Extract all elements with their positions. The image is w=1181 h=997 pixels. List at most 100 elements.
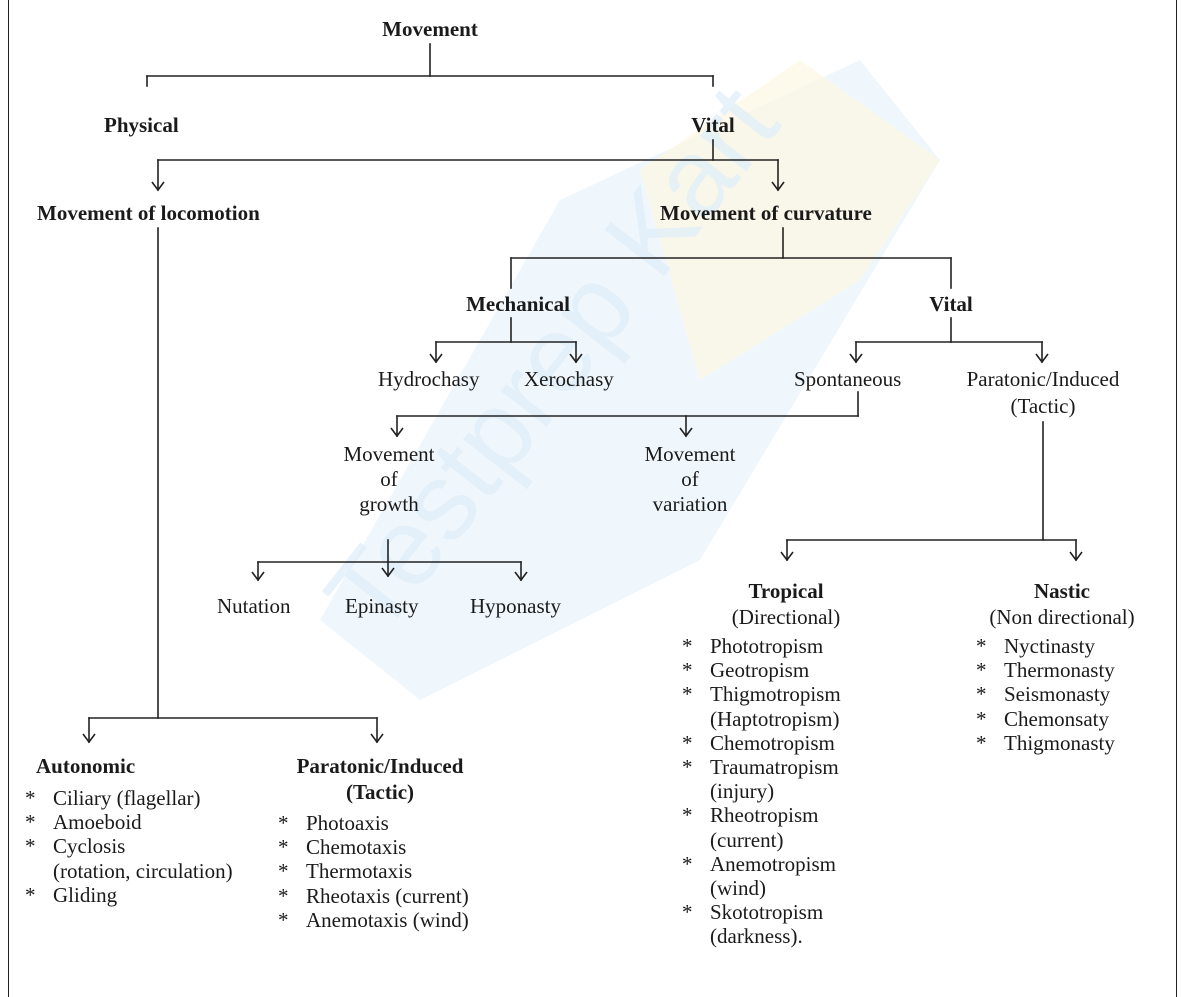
list-item-text: (Haptotropism) xyxy=(710,706,840,731)
list-item: * Anemotropism xyxy=(682,852,841,876)
node-vital: Vital xyxy=(691,113,735,137)
bullet-star: * xyxy=(278,811,289,835)
list-item-text: Chemotropism xyxy=(710,730,835,755)
list-item-continuation: (Haptotropism) xyxy=(682,707,841,731)
node-vital-curvature: Vital xyxy=(929,292,973,316)
node-variation-line3: variation xyxy=(652,492,728,516)
node-variation-line1: Movement xyxy=(644,442,736,466)
bullet-star: * xyxy=(682,755,693,780)
node-tropical: Tropical xyxy=(748,579,824,603)
bullet-star: * xyxy=(278,883,289,908)
list-item-text: Photoaxis xyxy=(306,811,389,835)
list-item: * Anemotaxis (wind) xyxy=(278,908,469,932)
node-growth-line2: of xyxy=(380,467,398,491)
list-item-text: Anemotropism xyxy=(710,851,836,876)
arrowheads xyxy=(82,181,1083,744)
list-item-continuation: (injury) xyxy=(682,779,841,803)
list-item-text: Geotropism xyxy=(710,658,810,683)
list-item-text: (darkness). xyxy=(710,924,803,949)
list-item-text: Ciliary (flagellar) xyxy=(53,786,201,810)
node-autonomic: Autonomic xyxy=(36,754,136,778)
bullet-star: * xyxy=(682,730,693,755)
list-item-continuation: (rotation, circulation) xyxy=(25,859,233,883)
list-item: * Amoeboid xyxy=(25,810,233,834)
node-hyponasty: Hyponasty xyxy=(470,594,561,618)
list-item: * Gliding xyxy=(25,883,233,907)
node-epinasty: Epinasty xyxy=(345,594,419,618)
bullet-star: * xyxy=(976,634,987,658)
list-item-text: Nyctinasty xyxy=(1004,634,1095,658)
list-item-text: (rotation, circulation) xyxy=(53,858,233,883)
list-item-continuation: (darkness). xyxy=(682,924,841,948)
list-item-text: Thigmotropism xyxy=(710,682,841,707)
list-item: *Phototropism xyxy=(682,634,841,658)
bullet-star: * xyxy=(25,810,36,835)
list-item-text: Anemotaxis (wind) xyxy=(306,907,469,932)
node-loco-paratonic: Paratonic/Induced xyxy=(296,754,464,778)
list-item: *Cyclosis xyxy=(25,834,233,858)
bullet-star: * xyxy=(976,682,987,707)
list-item-text: (current) xyxy=(710,827,784,852)
list-item: * Traumatropism xyxy=(682,755,841,779)
autonomic-list: *Ciliary (flagellar)*Amoeboid*Cyclosis(r… xyxy=(25,786,233,907)
bullet-star: * xyxy=(682,851,693,876)
node-paratonic-tactic: (Tactic) xyxy=(1010,394,1076,418)
list-item-text: Amoeboid xyxy=(53,810,142,835)
list-item-text: (injury) xyxy=(710,779,775,804)
bullet-star: * xyxy=(278,907,289,932)
list-item: * Chemotaxis xyxy=(278,835,469,859)
list-item: * Nyctinasty xyxy=(976,634,1115,658)
bullet-star: * xyxy=(25,882,36,907)
nastic-list: *Nyctinasty*Thermonasty*Seismonasty*Chem… xyxy=(976,634,1115,755)
bullet-star: * xyxy=(682,682,693,707)
list-item-text: Chemonsaty xyxy=(1004,706,1109,731)
node-movement: Movement xyxy=(382,17,478,41)
loco-paratonic-list: * Photoaxis * Chemotaxis * Thermotaxis * Rheota… xyxy=(278,811,469,932)
list-item-text: Thigmonasty xyxy=(1004,730,1115,755)
node-paratonic-induced: Paratonic/Induced xyxy=(966,367,1120,391)
list-item: * Seismonasty xyxy=(976,682,1115,706)
list-item: *Rheotropism xyxy=(682,803,841,827)
list-item: * Photoaxis xyxy=(278,811,469,835)
list-item-text: Seismonasty xyxy=(1004,682,1111,707)
list-item-text: Skototropism xyxy=(710,900,824,925)
list-item: * Chemonsaty xyxy=(976,707,1115,731)
node-curvature: Movement of curvature xyxy=(660,201,872,225)
list-item: * Thigmotropism xyxy=(682,682,841,706)
list-item: *Thermonasty xyxy=(976,658,1115,682)
bullet-star: * xyxy=(976,658,987,683)
list-item-text: Gliding xyxy=(53,882,118,907)
list-item-text: Chemotaxis xyxy=(306,835,407,860)
bullet-star: * xyxy=(278,835,289,860)
node-hydrochasy: Hydrochasy xyxy=(378,367,480,391)
list-item-continuation: (current) xyxy=(682,828,841,852)
bullet-star: * xyxy=(25,786,36,810)
bullet-star: * xyxy=(682,803,693,828)
node-xerochasy: Xerochasy xyxy=(524,367,614,391)
node-growth-line1: Movement xyxy=(343,442,435,466)
list-item: * Thigmonasty xyxy=(976,731,1115,755)
list-item-text: (wind) xyxy=(710,876,766,901)
list-item-text: Cyclosis xyxy=(53,834,126,859)
node-nastic: Nastic xyxy=(1034,579,1090,603)
bullet-star: * xyxy=(976,730,987,755)
list-item-text: Thermotaxis xyxy=(306,859,413,884)
list-item-text: Traumatropism xyxy=(710,755,839,780)
bullet-star: * xyxy=(682,658,693,683)
loco-paratonic-sub: (Tactic) xyxy=(345,780,415,804)
list-item: * Geotropism xyxy=(682,658,841,682)
bullet-star: * xyxy=(976,706,987,731)
bullet-star: * xyxy=(682,900,693,925)
list-item: * Rheotaxis (current) xyxy=(278,884,469,908)
list-item-continuation: (wind) xyxy=(682,876,841,900)
bullet-star: * xyxy=(682,634,693,658)
list-item: * Chemotropism xyxy=(682,731,841,755)
node-locomotion: Movement of locomotion xyxy=(37,201,260,225)
node-spontaneous: Spontaneous xyxy=(794,367,902,391)
list-item: * Skototropism xyxy=(682,900,841,924)
node-physical: Physical xyxy=(104,113,179,137)
list-item-text: Rheotaxis (current) xyxy=(306,883,469,908)
node-variation-line2: of xyxy=(681,467,699,491)
node-mechanical: Mechanical xyxy=(466,292,570,316)
